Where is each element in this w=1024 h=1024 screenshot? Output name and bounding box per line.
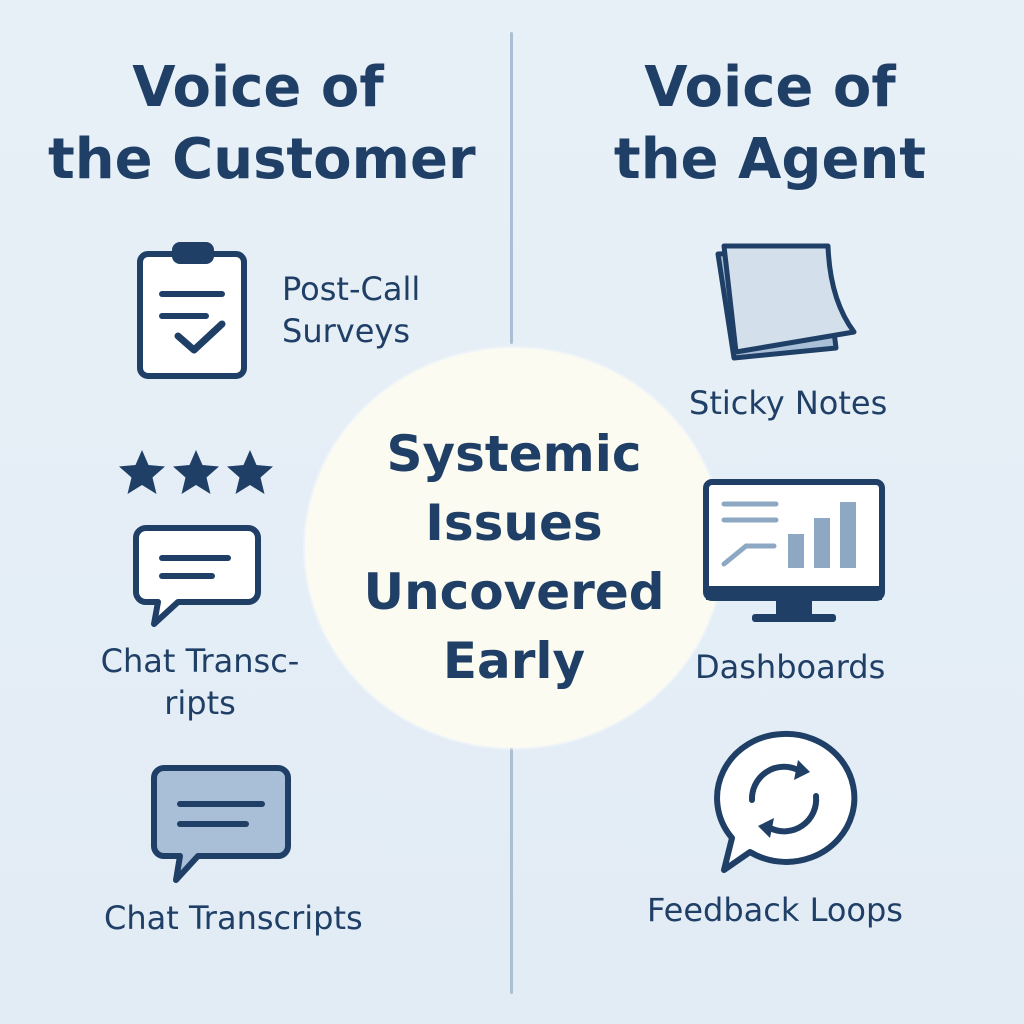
rating-stars-icon (119, 450, 273, 494)
column-divider-top (510, 32, 513, 344)
voice-of-customer-heading: Voice of the Customer (48, 52, 476, 196)
voice-of-agent-heading: Voice of the Agent (560, 52, 980, 196)
heading-line: the Agent (613, 127, 927, 192)
feedback-loop-icon (714, 730, 858, 873)
label-line: Sticky Notes (689, 384, 888, 422)
chat-bubble-icon (133, 525, 261, 627)
column-divider-bottom (510, 748, 513, 994)
systemic-issues-text: Systemic Issues Uncovered Early (305, 420, 723, 696)
heading-line: the Customer (48, 127, 476, 192)
post-call-surveys-label: Post-Call Surveys (282, 268, 420, 352)
dashboards-label: Dashboards (695, 646, 885, 688)
label-line: Chat Transcripts (104, 899, 363, 937)
label-line: ripts (164, 684, 236, 722)
label-line: Surveys (282, 312, 410, 350)
chat-bubble-filled-icon (151, 765, 291, 883)
chat-transcripts-label-2: Chat Transcripts (104, 897, 363, 939)
center-circle (305, 348, 723, 748)
center-line: Uncovered (363, 563, 665, 621)
label-line: Post-Call (282, 270, 421, 308)
heading-line: Voice of (644, 55, 896, 120)
chat-transcripts-label: Chat Transc- ripts (92, 640, 308, 724)
center-line: Issues (425, 494, 603, 552)
feedback-loops-label: Feedback Loops (647, 889, 903, 931)
clipboard-check-icon (137, 242, 247, 379)
dashboard-monitor-icon (703, 479, 885, 622)
sticky-notes-label: Sticky Notes (689, 382, 887, 424)
label-line: Dashboards (695, 648, 886, 686)
heading-line: Voice of (132, 55, 384, 120)
label-line: Chat Transc- (100, 642, 300, 680)
sticky-notes-icon (715, 243, 857, 361)
label-line: Feedback Loops (647, 891, 903, 929)
center-line: Systemic (386, 425, 642, 483)
center-line: Early (442, 632, 586, 690)
